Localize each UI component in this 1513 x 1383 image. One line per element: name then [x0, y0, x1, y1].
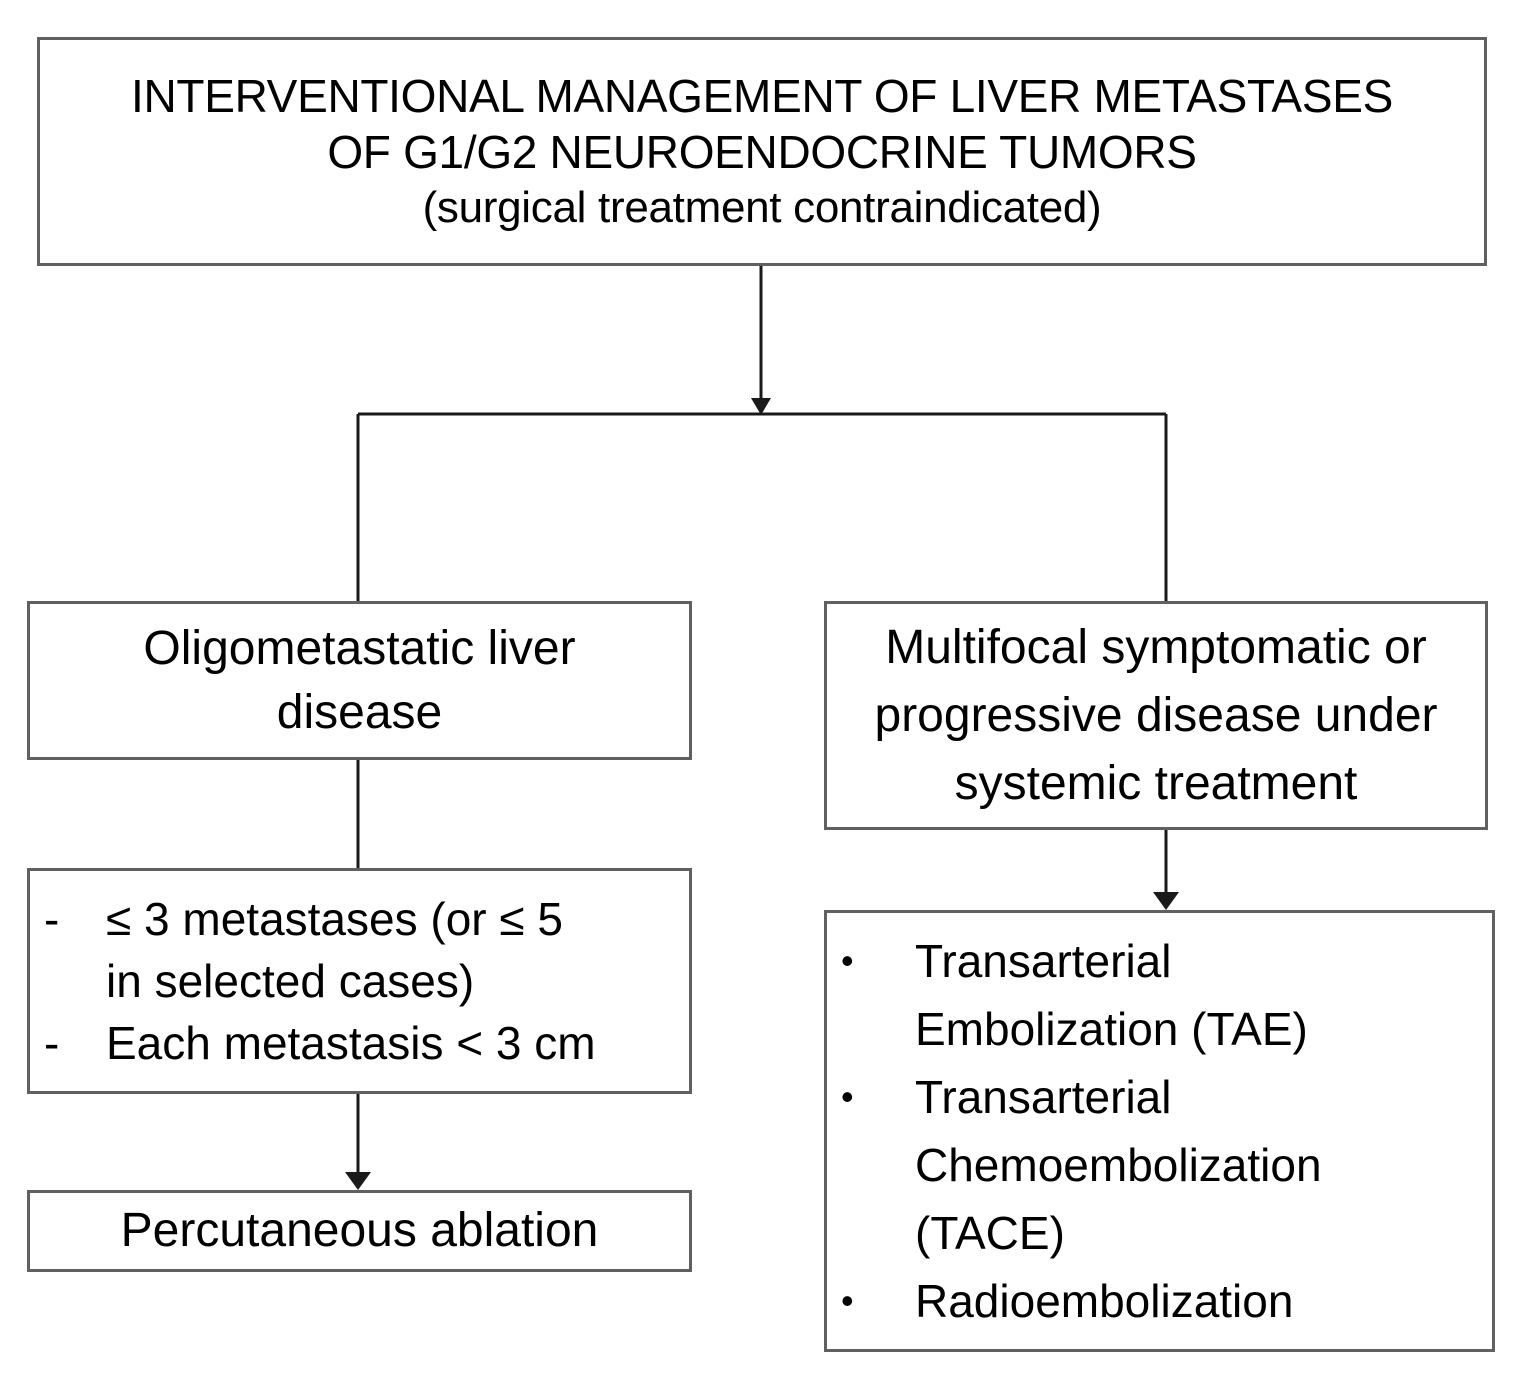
node-percutaneous-ablation-line-1: Percutaneous ablation	[120, 1204, 599, 1257]
node-title: INTERVENTIONAL MANAGEMENT OF LIVER METAS…	[37, 37, 1487, 266]
node-multifocal-line-1: Multifocal symptomatic or	[885, 620, 1427, 674]
treatment-list-item-continuation: Chemoembolization	[841, 1131, 1482, 1199]
node-percutaneous-ablation: Percutaneous ablation	[27, 1190, 692, 1272]
node-title-line-2: OF G1/G2 NEUROENDOCRINE TUMORS	[327, 125, 1197, 178]
arrowhead-criteria-to-ablation	[345, 1172, 371, 1190]
node-multifocal-progressive-disease: Multifocal symptomatic or progressive di…	[824, 601, 1488, 830]
treatment-item-line-1: Transarterial	[915, 1071, 1172, 1123]
criteria-item-line-1: Each metastasis < 3 cm	[106, 1017, 596, 1069]
treatment-item-line-1: Radioembolization	[915, 1275, 1294, 1327]
node-ablation-criteria: - ≤ 3 metastases (or ≤ 5 in selected cas…	[27, 868, 692, 1094]
criteria-item-line-1: ≤ 3 metastases (or ≤ 5	[106, 893, 563, 945]
node-oligometastatic-line-2: disease	[276, 685, 443, 739]
dash-marker-icon: -	[44, 893, 60, 945]
arrowhead-multifocal-to-treatments	[1153, 892, 1179, 910]
treatment-item-line-1: Transarterial	[915, 935, 1172, 987]
treatment-list-item: • Transarterial	[841, 927, 1482, 995]
node-transarterial-treatments: • Transarterial Embolization (TAE) • Tra…	[824, 910, 1495, 1352]
criteria-item-line-2: in selected cases)	[106, 955, 475, 1007]
dash-marker-icon: -	[44, 1017, 60, 1069]
node-multifocal-line-3: systemic treatment	[954, 756, 1358, 810]
arrowhead-title-to-split	[751, 398, 771, 415]
treatment-list-item: • Transarterial	[841, 1063, 1482, 1131]
treatment-list-item: • Radioembolization	[841, 1267, 1482, 1335]
treatment-item-line-2: Chemoembolization	[915, 1139, 1322, 1191]
node-title-line-1: INTERVENTIONAL MANAGEMENT OF LIVER METAS…	[131, 69, 1393, 122]
criteria-item: - Each metastasis < 3 cm	[44, 1012, 679, 1074]
node-oligometastatic-line-1: Oligometastatic liver	[143, 621, 576, 675]
treatment-list-item-continuation: Embolization (TAE)	[841, 995, 1482, 1063]
bullet-point-icon: •	[841, 1280, 854, 1321]
treatment-item-line-3: (TACE)	[915, 1207, 1065, 1259]
criteria-item: - ≤ 3 metastases (or ≤ 5	[44, 888, 679, 950]
bullet-point-icon: •	[841, 1076, 854, 1117]
bullet-point-icon: •	[841, 940, 854, 981]
node-multifocal-line-2: progressive disease under	[874, 688, 1438, 742]
treatment-item-line-2: Embolization (TAE)	[915, 1003, 1308, 1055]
criteria-item-continuation: in selected cases)	[44, 950, 679, 1012]
node-oligometastatic-liver-disease: Oligometastatic liver disease	[27, 601, 692, 760]
node-title-line-3: (surgical treatment contraindicated)	[422, 182, 1102, 232]
treatment-list-item-continuation: (TACE)	[841, 1199, 1482, 1267]
